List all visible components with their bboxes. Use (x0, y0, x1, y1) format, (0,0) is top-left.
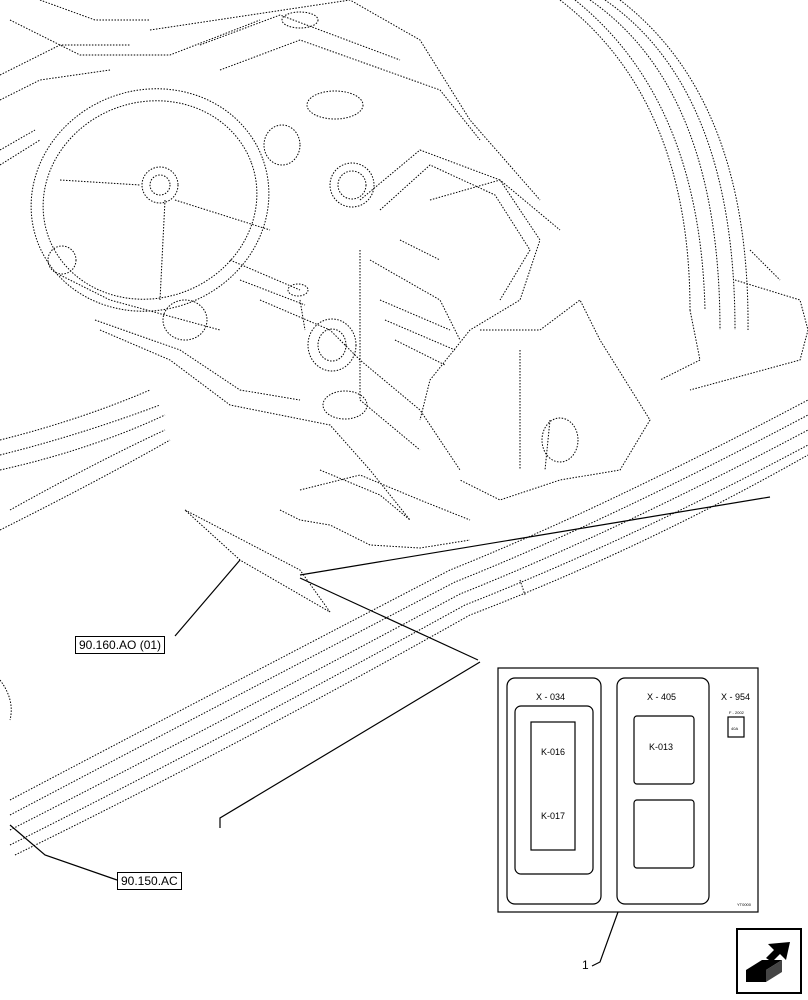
relay-k016-label: K-016 (541, 747, 566, 757)
fuse-label: F - 2002 (729, 710, 744, 715)
relay-k017-label: K-017 (541, 811, 566, 821)
ref-callout-bottom[interactable]: 90.150.AC (117, 872, 182, 890)
x034-header: X - 034 (536, 692, 566, 702)
next-page-button[interactable] (736, 928, 802, 994)
relay-k013-label: K-013 (649, 742, 674, 752)
next-page-arrow-icon (746, 942, 790, 982)
ref-callout-top[interactable]: 90.160.AO (01) (75, 636, 166, 654)
x954-header: X - 954 (721, 692, 751, 702)
fuse-rating: 40A (731, 726, 739, 731)
item-number: 1 (582, 958, 589, 972)
x405-header: X - 405 (647, 692, 677, 702)
drawing-code: YT0000 (737, 902, 752, 907)
